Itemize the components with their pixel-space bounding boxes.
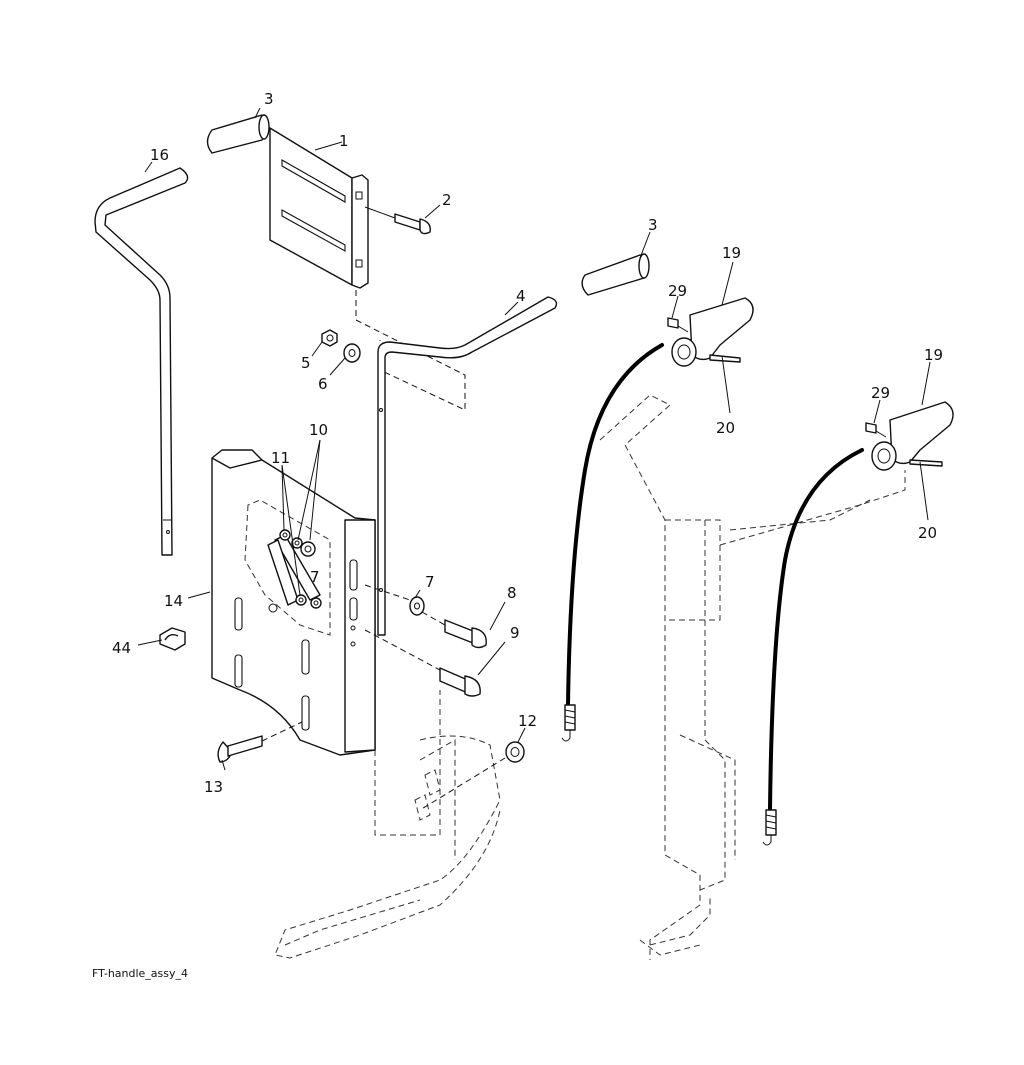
- callout-2: 2: [442, 191, 452, 209]
- grip-3-right: [581, 253, 650, 296]
- callout-29-upper: 29: [668, 282, 687, 300]
- nut-12: [419, 741, 525, 811]
- callout-19-upper: 19: [722, 244, 741, 262]
- callout-9: 9: [510, 624, 520, 642]
- callout-16: 16: [150, 146, 169, 164]
- callout-5: 5: [301, 354, 311, 372]
- callout-14: 14: [164, 592, 183, 610]
- bolt-8: [364, 584, 487, 649]
- handle-bar-4: [377, 296, 558, 636]
- washer-6: [343, 343, 361, 363]
- figure-caption: FT-handle_assy_4: [92, 967, 188, 980]
- callout-10: 10: [309, 421, 328, 439]
- clip-44: [159, 627, 186, 651]
- callout-4: 4: [516, 287, 526, 305]
- callout-13: 13: [204, 778, 223, 796]
- callout-20-lower: 20: [918, 524, 937, 542]
- leader-lines: [137, 107, 931, 771]
- callout-7-right: 7: [425, 573, 435, 591]
- screw-2: [364, 206, 431, 235]
- washer-10-nut-11: [279, 529, 322, 609]
- callout-1: 1: [339, 132, 349, 150]
- mounting-plate-14: [211, 449, 376, 756]
- callout-12: 12: [518, 712, 537, 730]
- lower-frame-ghost: [274, 690, 501, 959]
- callout-labels: 1 2 3 3 4 5 6 7 7 8 9 10 11 12 13 14 16 …: [112, 90, 943, 796]
- callout-7-left: 7: [310, 568, 320, 586]
- callout-3-left: 3: [264, 90, 274, 108]
- control-lever-19-upper: [667, 297, 754, 367]
- bolt-9: [364, 629, 481, 697]
- washer-7-right: [409, 596, 425, 616]
- callout-3-right: 3: [648, 216, 658, 234]
- callout-8: 8: [507, 584, 517, 602]
- grip-3-left: [206, 114, 270, 154]
- callout-19-lower: 19: [924, 346, 943, 364]
- control-cable-upper: [561, 343, 664, 742]
- nut-5: [321, 329, 338, 347]
- callout-11: 11: [271, 449, 290, 467]
- bracket-plate-1: [269, 127, 466, 411]
- callout-20-upper: 20: [716, 419, 735, 437]
- callout-6: 6: [318, 375, 328, 393]
- control-cable-lower: [762, 448, 864, 846]
- callout-44: 44: [112, 639, 131, 657]
- callout-29-lower: 29: [871, 384, 890, 402]
- bolt-13: [217, 721, 303, 763]
- control-lever-19-lower: [865, 401, 954, 471]
- right-frame-ghost: [599, 394, 906, 960]
- handle-bar-16: [94, 167, 189, 556]
